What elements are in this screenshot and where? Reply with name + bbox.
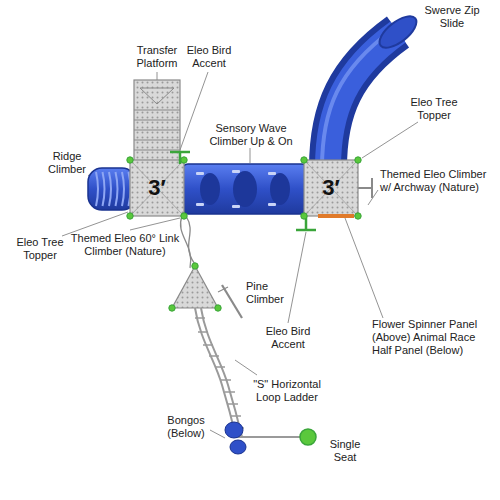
part-label: Themed Eleo Climber w/ Archway (Nature): [380, 168, 492, 194]
ridge: [122, 172, 124, 206]
deck-height: 3′: [322, 175, 340, 201]
ridge: [109, 172, 111, 206]
ridge: [116, 172, 118, 206]
ladder-rung: [209, 355, 219, 357]
ridge: [103, 172, 105, 206]
part-label: Ridge Climber: [44, 150, 90, 176]
ridge: [96, 172, 98, 206]
part-label: Eleo Tree Topper: [404, 96, 464, 122]
ladder-rung: [225, 391, 235, 393]
part-label: Eleo Tree Topper: [14, 236, 66, 262]
ladder-rung: [203, 344, 213, 346]
part-label: Eleo Bird Accent: [258, 325, 318, 351]
platform-deck: 3′: [130, 160, 184, 216]
part-label: Bongos (Below): [160, 414, 212, 440]
part-label: Transfer Platform: [122, 44, 192, 70]
part-label: Eleo Bird Accent: [186, 44, 232, 70]
ladder-rung: [195, 317, 205, 319]
part-label: Flower Spinner Panel (Above) Animal Race…: [372, 318, 490, 357]
ladder-rung: [221, 379, 231, 381]
ladder-rung: [231, 415, 241, 417]
part-label: Sensory Wave Climber Up & On: [196, 122, 306, 148]
part-label: Pine Climber: [246, 280, 296, 306]
ladder-rung: [215, 366, 225, 368]
part-label: "S" Horizontal Loop Ladder: [242, 378, 332, 404]
part-label: Swerve Zip Slide: [412, 4, 492, 30]
platform-deck: 3′: [304, 160, 358, 216]
part-label: Themed Eleo 60° Link Climber (Nature): [70, 232, 180, 258]
part-label: Single Seat: [322, 438, 368, 464]
deck-height: 3′: [148, 175, 166, 201]
ladder-rung: [228, 403, 238, 405]
ladder-rung: [198, 331, 208, 333]
